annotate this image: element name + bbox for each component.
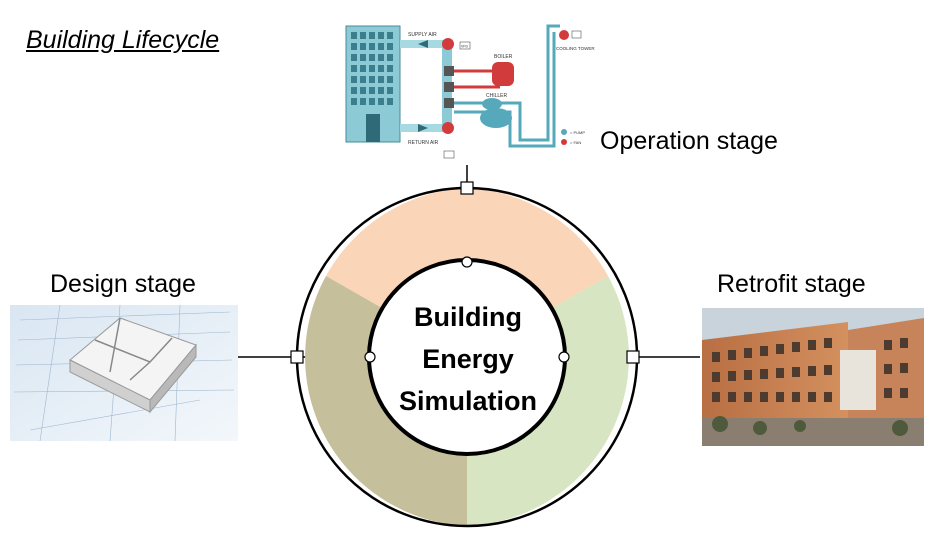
design-connector-square <box>290 350 304 364</box>
connector-markers <box>290 181 640 364</box>
retrofit-connector-square <box>626 350 640 364</box>
return-air-label: RETURN AIR <box>408 140 439 146</box>
design-connector-circle <box>364 351 376 363</box>
chiller-label: CHILLER <box>486 93 508 99</box>
boiler-label: BOILER <box>494 54 513 60</box>
retrofit-stage-image <box>702 308 924 446</box>
supply-air-label: SUPPLY AIR <box>408 32 437 38</box>
operation-segment-left <box>326 188 467 312</box>
operation-stage-label: Operation stage <box>600 127 778 155</box>
center-label: Building Energy Simulation <box>368 296 568 422</box>
cooling-tower-label: COOLING TOWER <box>556 46 595 51</box>
operation-connector-square <box>460 181 474 195</box>
vfd-label: VFD <box>461 45 468 49</box>
center-label-line-3: Simulation <box>398 386 537 416</box>
pump-legend-label: = PUMP <box>570 130 585 135</box>
retrofit-connector-circle <box>558 351 570 363</box>
design-stage-image <box>10 304 238 442</box>
design-stage-label: Design stage <box>50 270 196 298</box>
operation-segment <box>467 188 608 312</box>
fan-legend-label: = FAN <box>570 140 581 145</box>
diagram-title: Building Lifecycle <box>26 26 220 54</box>
hvac-schematic-image: SUPPLY AIR RETURN AIR BOILER CHILLER COO… <box>336 14 595 164</box>
operation-connector-circle <box>461 256 473 268</box>
lifecycle-ring <box>295 186 639 528</box>
center-label-line-1: Building <box>414 302 522 332</box>
retrofit-stage-label: Retrofit stage <box>717 270 866 298</box>
center-label-line-2: Energy <box>422 344 514 374</box>
